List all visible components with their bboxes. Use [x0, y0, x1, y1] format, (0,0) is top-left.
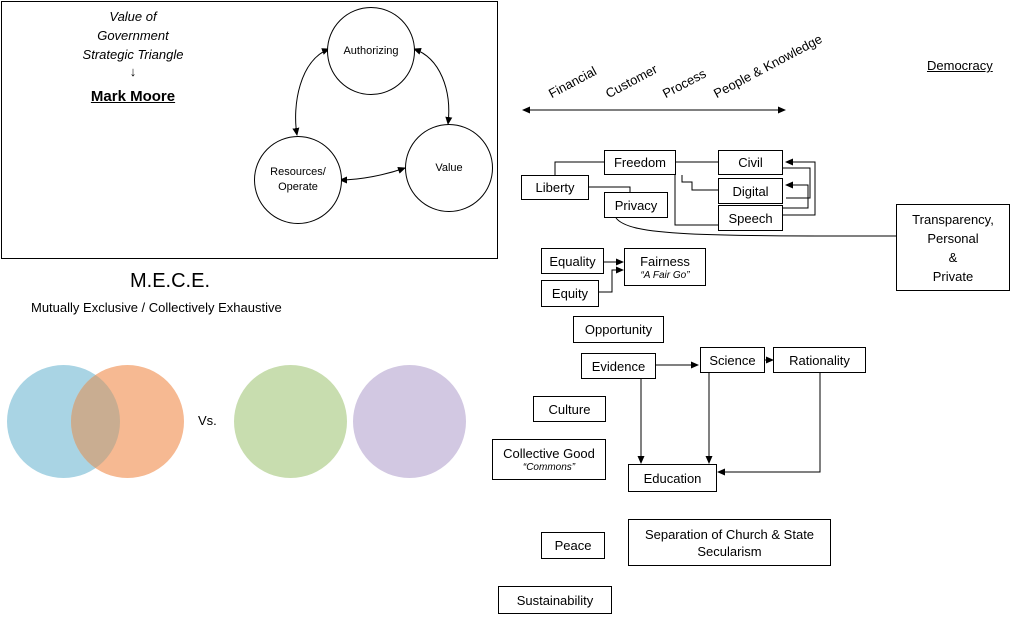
box-collective-good-sub: “Commons” [522, 462, 576, 473]
vs-label: Vs. [198, 413, 217, 428]
box-speech-label: Speech [728, 210, 773, 226]
box-transparency-line-4: Private [932, 268, 974, 284]
node-authorizing: Authorizing [327, 7, 415, 95]
box-civil-label: Civil [738, 155, 763, 170]
mece-title: M.E.C.E. [130, 270, 211, 292]
box-science: Science [700, 347, 765, 373]
line-freedom-speech [674, 170, 718, 226]
box-freedom-label: Freedom [613, 155, 667, 170]
box-civil: Civil [718, 150, 783, 175]
box-peace: Peace [541, 532, 605, 559]
box-science-label: Science [709, 352, 756, 368]
box-digital-label: Digital [732, 183, 769, 199]
box-culture-label: Culture [548, 401, 591, 417]
box-fairness-label: Fairness [640, 253, 690, 269]
box-transparency-line-2: Personal [927, 230, 979, 246]
box-separation-line-2: Secularism [697, 543, 762, 559]
box-fairness: Fairness “A Fair Go” [624, 248, 706, 286]
box-evidence-label: Evidence [591, 358, 646, 374]
box-opportunity: Opportunity [573, 316, 664, 343]
box-liberty: Liberty [521, 175, 589, 200]
circle-purple [353, 365, 466, 478]
arrow-speech-civil [783, 158, 816, 216]
box-digital: Digital [718, 178, 783, 204]
arrow-civil-digital [783, 167, 811, 199]
box-collective-good-label: Collective Good [503, 446, 595, 461]
box-privacy-label: Privacy [614, 197, 658, 213]
venn-overlap [71, 365, 120, 478]
author-name: Mark Moore [90, 88, 176, 105]
box-transparency-line-3: & [948, 249, 958, 265]
box-equality: Equality [541, 248, 604, 274]
node-resources-line-2: Operate [278, 181, 318, 193]
box-liberty-label: Liberty [535, 180, 575, 195]
arrow-authorizing-resources [292, 48, 330, 136]
arrow-speech-digital [783, 181, 809, 209]
box-sustainability-label: Sustainability [516, 592, 594, 608]
box-rationality: Rationality [773, 347, 866, 373]
box-education: Education [628, 464, 717, 492]
node-value-label: Value [435, 161, 463, 174]
box-equity-label: Equity [551, 286, 589, 301]
arrow-rationality-education [717, 373, 821, 476]
circle-green [234, 365, 347, 478]
line-privacy-transparency [615, 217, 897, 237]
triangle-title-line-2: Government [97, 28, 169, 43]
arrow-authorizing-value [413, 47, 453, 125]
box-fairness-sub: “A Fair Go” [640, 269, 690, 281]
box-rationality-label: Rationality [789, 352, 850, 368]
box-separation-line-1: Separation of Church & State [644, 526, 815, 542]
box-speech: Speech [718, 205, 783, 231]
line-freedom-digital [681, 175, 718, 191]
box-education-label: Education [643, 470, 702, 486]
box-freedom: Freedom [604, 150, 676, 175]
box-transparency-line-1: Transparency, [912, 211, 994, 227]
box-equality-label: Equality [549, 253, 596, 269]
node-resources: Resources/ Operate [254, 136, 342, 224]
box-culture: Culture [533, 396, 606, 422]
box-transparency: Transparency, Personal & Private [896, 204, 1010, 291]
line-liberty-freedom [554, 161, 604, 175]
democracy-link[interactable]: Democracy [927, 58, 993, 73]
down-arrow-icon: ↓ [129, 64, 137, 79]
node-value: Value [405, 124, 493, 212]
box-collective-good: Collective Good “Commons” [492, 439, 606, 480]
node-resources-line-1: Resources/ [270, 166, 326, 178]
box-privacy: Privacy [604, 192, 668, 218]
node-authorizing-label: Authorizing [343, 44, 399, 57]
box-peace-label: Peace [554, 538, 592, 553]
strategic-triangle-panel [1, 1, 498, 259]
box-sustainability: Sustainability [498, 586, 612, 614]
box-opportunity-label: Opportunity [584, 322, 653, 337]
triangle-title-line-1: Value of [109, 9, 157, 24]
arrow-resources-value [339, 167, 406, 184]
arrow-equity-fairness [599, 266, 624, 293]
triangle-title-line-3: Strategic Triangle [82, 47, 184, 62]
line-liberty-privacy [589, 186, 631, 192]
box-separation: Separation of Church & State Secularism [628, 519, 831, 566]
mece-subtitle: Mutually Exclusive / Collectively Exhaus… [31, 300, 282, 315]
box-equity: Equity [541, 280, 599, 307]
box-evidence: Evidence [581, 353, 656, 379]
